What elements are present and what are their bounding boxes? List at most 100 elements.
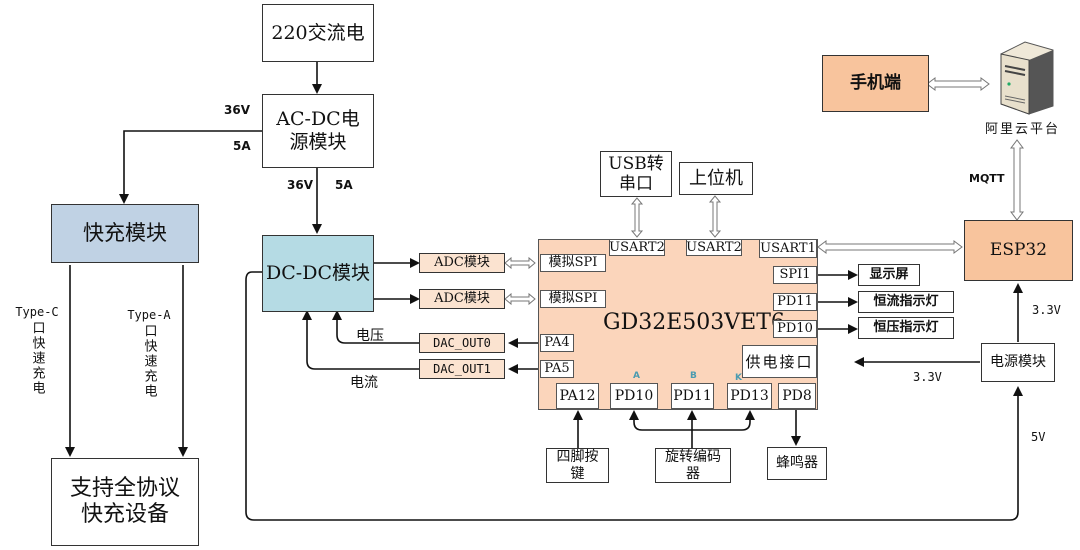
wire-acdc-to-fastcharge	[119, 130, 262, 204]
host-pc-label: 上位机	[689, 167, 743, 189]
pin-pa12-label: PA12	[559, 387, 596, 404]
fast-charge-device-box: 支持全协议快充设备	[51, 458, 199, 546]
buzzer-box: 蜂鸣器	[767, 447, 827, 480]
encoder-box: 旋转编码器	[655, 448, 731, 483]
pin-pa5-label: PA5	[544, 361, 570, 377]
usb-serial-box: USB转串口	[600, 151, 672, 197]
pin-pd8-label: PD8	[782, 387, 812, 404]
bus-host-usart2	[708, 195, 722, 238]
dac-out0-label: DAC_OUT0	[433, 335, 491, 350]
wire-dac1-to-dcdc	[302, 310, 419, 370]
pin-pa12: PA12	[556, 383, 599, 409]
server-icon	[1000, 41, 1054, 115]
pin-pd13-label: PD13	[730, 387, 769, 404]
esp-voltage-label: 3.3V	[1032, 303, 1061, 317]
pin-pa4: PA4	[540, 334, 574, 352]
wire-5v-loop	[245, 271, 1023, 521]
display-box: 显示屏	[858, 264, 920, 286]
dcdc-module-label: DC-DC模块	[266, 262, 370, 285]
pin-spi-sim-1: 模拟SPI	[540, 254, 606, 272]
mcu-voltage-label: 3.3V	[913, 370, 942, 384]
fast-charge-module-label: 快充模块	[83, 220, 167, 245]
wire-enc-to-pd10	[629, 410, 692, 431]
input-voltage-label: 5V	[1031, 430, 1046, 444]
display-label: 显示屏	[869, 267, 909, 283]
encoder-tag-a: A	[633, 371, 640, 381]
dac-out0-box: DAC_OUT0	[419, 333, 505, 353]
pin-spi-sim-2: 模拟SPI	[540, 290, 606, 308]
pin-pa5: PA5	[540, 360, 574, 378]
wire-dac0-to-dcdc	[332, 310, 419, 344]
encoder-label: 旋转编码器	[665, 448, 721, 482]
adc-module-2-label: ADC模块	[434, 291, 490, 307]
pin-spi-sim-2-label: 模拟SPI	[548, 291, 598, 307]
bus-usb-usart2	[630, 197, 644, 238]
bus-phone-cloud	[926, 77, 990, 91]
cc-led-box: 恒流指示灯	[858, 291, 954, 313]
dac-out1-label: DAC_OUT1	[433, 361, 491, 376]
pin-usart1-label: USART1	[760, 240, 816, 256]
bus-adc2-spi	[504, 292, 536, 306]
pin-spi1: SPI1	[773, 266, 817, 284]
adc-module-1: ADC模块	[419, 253, 505, 273]
mcu-power-port: 供电接口	[742, 345, 817, 378]
key-label: 四脚按键	[556, 448, 599, 482]
pin-usart2-b-label: USART2	[686, 239, 742, 255]
pin-pd10-right-label: PD10	[777, 321, 813, 337]
pin-pd11-bottom: PD11	[671, 383, 714, 409]
pin-pd10-bottom-label: PD10	[614, 387, 654, 404]
acdc-left-current: 5A	[233, 139, 251, 153]
voltage-feedback-label: 电压	[356, 328, 384, 344]
pin-pd10-right: PD10	[773, 320, 817, 338]
cc-led-label: 恒流指示灯	[873, 294, 939, 310]
adc-module-2: ADC模块	[419, 289, 505, 309]
typec-rest: 口快速充电	[29, 321, 45, 396]
pin-usart2-a-label: USART2	[609, 239, 665, 255]
esp32-label: ESP32	[989, 240, 1048, 261]
typec-label: Type-C 口快速充电	[12, 305, 62, 396]
pin-pd11-right: PD11	[773, 293, 817, 311]
acdc-down-current: 5A	[335, 178, 353, 192]
pin-pd11-bottom-label: PD11	[673, 387, 712, 404]
acdc-module-label: AC-DC电源模块	[276, 108, 360, 153]
phone-box: 手机端	[822, 55, 929, 112]
mcu-power-port-label: 供电接口	[745, 352, 814, 371]
phone-label: 手机端	[850, 73, 901, 94]
power-module-label: 电源模块	[990, 354, 1046, 371]
acdc-down-voltage: 36V	[287, 178, 313, 192]
esp32-box: ESP32	[964, 220, 1073, 281]
bus-usart1-esp	[817, 240, 963, 254]
ac-source-box: 220交流电	[262, 4, 374, 62]
cv-led-box: 恒压指示灯	[858, 317, 954, 339]
pin-spi-sim-1-label: 模拟SPI	[548, 255, 598, 271]
cv-led-label: 恒压指示灯	[873, 320, 939, 336]
acdc-module-box: AC-DC电源模块	[262, 94, 374, 168]
ac-source-label: 220交流电	[271, 21, 365, 44]
acdc-left-voltage: 36V	[224, 103, 250, 117]
pin-usart1: USART1	[759, 239, 817, 258]
usb-serial-label: USB转串口	[608, 153, 664, 194]
current-feedback-label: 电流	[350, 375, 378, 391]
encoder-tag-b: B	[690, 371, 697, 381]
dac-out1-box: DAC_OUT1	[419, 359, 505, 379]
pin-pd11-right-label: PD11	[777, 294, 813, 310]
buzzer-label: 蜂鸣器	[776, 455, 818, 472]
cloud-label: 阿里云平台	[985, 122, 1061, 137]
pin-usart2-b: USART2	[686, 239, 742, 256]
host-pc-box: 上位机	[679, 162, 753, 195]
bus-adc1-spi	[504, 256, 536, 270]
bus-mqtt	[1010, 139, 1024, 221]
adc-module-1-label: ADC模块	[434, 255, 490, 271]
typea-label: Type-A 口快速充电	[124, 308, 174, 399]
pin-pd13: PD13	[727, 383, 772, 409]
pin-pa4-label: PA4	[544, 335, 570, 351]
pin-spi1-label: SPI1	[779, 267, 811, 283]
fast-charge-module-box: 快充模块	[51, 204, 199, 263]
typea-head: Type-A	[127, 308, 171, 322]
power-module-box: 电源模块	[981, 343, 1055, 382]
mqtt-label: MQTT	[969, 172, 1005, 185]
dcdc-module-box: DC-DC模块	[262, 235, 374, 312]
encoder-tag-k: K	[735, 373, 742, 383]
wire-enc-to-pd13	[692, 410, 755, 431]
